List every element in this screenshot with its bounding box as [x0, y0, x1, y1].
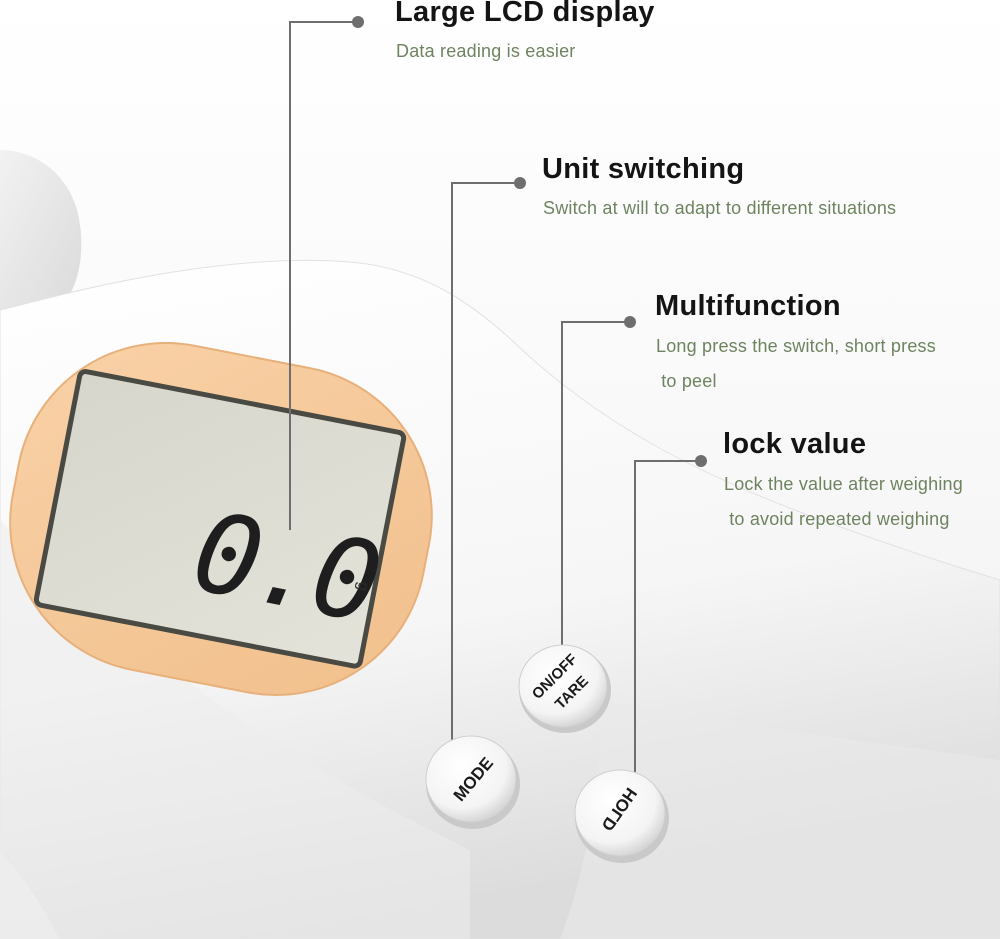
- callout-title-lock: lock value: [723, 428, 867, 460]
- hold-button[interactable]: HOLD: [574, 769, 669, 863]
- callout-desc-multifunction-2: to peel: [656, 371, 717, 391]
- callout-desc-lcd: Data reading is easier: [396, 41, 576, 61]
- mode-button[interactable]: MODE: [425, 735, 520, 829]
- leader-line-mode: [451, 182, 520, 755]
- leader-dots: [352, 16, 707, 467]
- leader-dot-onoff: [624, 316, 636, 328]
- handle-lower-face: [560, 700, 1000, 939]
- leader-line-onoff: [561, 321, 630, 650]
- callout-desc-multifunction-1: Long press the switch, short press: [656, 336, 936, 356]
- handle-shadow: [0, 520, 470, 939]
- leader-line-hold: [634, 460, 701, 782]
- callout-title-multifunction: Multifunction: [655, 290, 841, 322]
- on-off-tare-button[interactable]: ON/OFF TARE: [518, 644, 611, 733]
- leader-dot-hold: [695, 455, 707, 467]
- spoon-bowl: [0, 150, 82, 320]
- callout-title-lcd: Large LCD display: [395, 0, 655, 28]
- lcd-display: [33, 369, 407, 669]
- callout-desc-unit: Switch at will to adapt to different sit…: [543, 198, 897, 218]
- leader-dot-lcd: [352, 16, 364, 28]
- callout-desc-lock-1: Lock the value after weighing: [724, 474, 963, 494]
- leader-dot-mode: [514, 177, 526, 189]
- callout-desc-lock-2: to avoid repeated weighing: [724, 509, 950, 529]
- leader-lines: [289, 21, 701, 782]
- lcd-unit: g: [354, 581, 372, 593]
- leader-line-lcd: [289, 21, 358, 530]
- callout-title-unit: Unit switching: [542, 153, 745, 185]
